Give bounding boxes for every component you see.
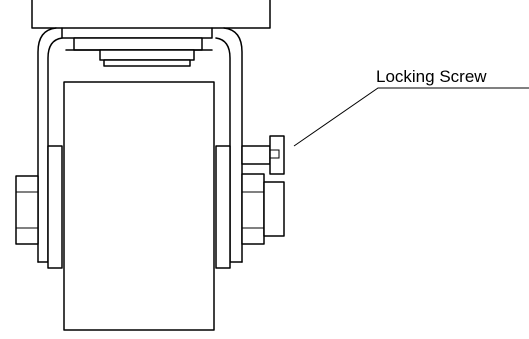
swivel-raceway xyxy=(61,27,213,67)
axle-nut-right xyxy=(241,173,285,245)
top-mounting-plate xyxy=(31,0,271,29)
wheel xyxy=(63,81,215,331)
inner-spacers xyxy=(47,145,231,269)
callout-label-locking-screw: Locking Screw xyxy=(376,67,487,86)
locking-screw xyxy=(241,135,285,175)
fork-yoke xyxy=(37,27,243,263)
callout-leader xyxy=(293,87,529,147)
axle-nut-left xyxy=(15,175,39,245)
